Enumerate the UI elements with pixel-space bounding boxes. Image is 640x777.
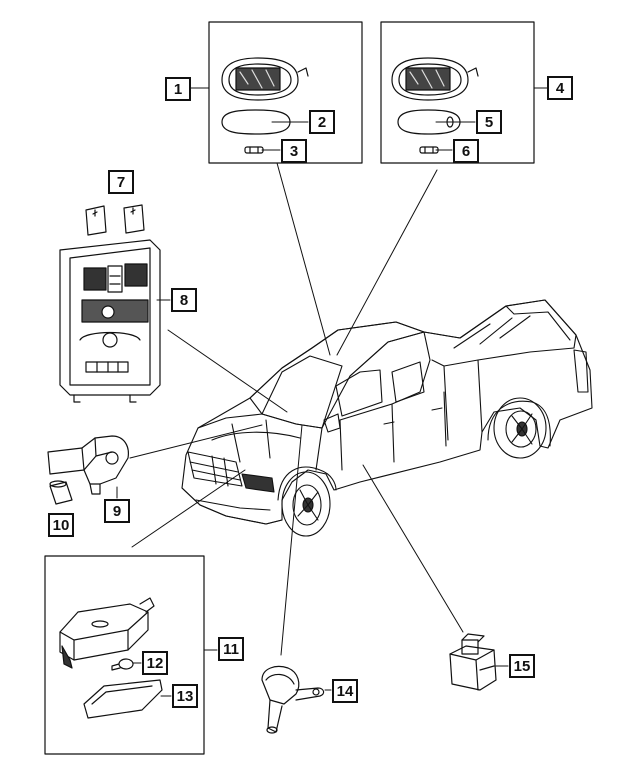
callout-6: 6 (453, 139, 479, 163)
callout-13: 13 (172, 684, 198, 708)
switch-module-15 (449, 633, 497, 691)
callout-8: 8 (171, 288, 197, 312)
capsule-bulb-10 (49, 480, 73, 505)
callout-1: 1 (165, 77, 191, 101)
callout-4: 4 (547, 76, 573, 100)
dome-lamp-lens-5 (397, 109, 461, 135)
sensor-14 (261, 665, 325, 734)
festoon-bulb-3 (244, 146, 264, 154)
wedge-bulbs-7 (85, 204, 145, 236)
overhead-console-8 (59, 239, 161, 403)
inset-frame-cargo-lamp-11 (44, 555, 205, 755)
callout-5: 5 (476, 110, 502, 134)
pickup-truck (181, 299, 593, 537)
callout-7: 7 (108, 170, 134, 194)
callout-2: 2 (309, 110, 335, 134)
wedge-bulb-12 (111, 658, 134, 671)
callout-15: 15 (509, 654, 535, 678)
leader-lines (116, 87, 548, 697)
callout-10: 10 (48, 513, 74, 537)
callout-3: 3 (281, 139, 307, 163)
dome-lamp-lens-2 (221, 109, 291, 135)
callout-12: 12 (142, 651, 168, 675)
inset-frame-dome-lamp-4 (380, 21, 535, 164)
callout-14: 14 (332, 679, 358, 703)
lamp-assembly-9 (47, 435, 129, 495)
festoon-bulb-6 (419, 146, 439, 154)
cargo-lamp-11 (59, 597, 155, 669)
inset-frame-dome-lamp-1 (208, 21, 363, 164)
callout-9: 9 (104, 499, 130, 523)
callout-11: 11 (218, 637, 244, 661)
dome-lamp-housing-4 (391, 57, 479, 101)
dome-lamp-housing-1 (221, 57, 309, 101)
cargo-lamp-lens-13 (83, 679, 163, 719)
